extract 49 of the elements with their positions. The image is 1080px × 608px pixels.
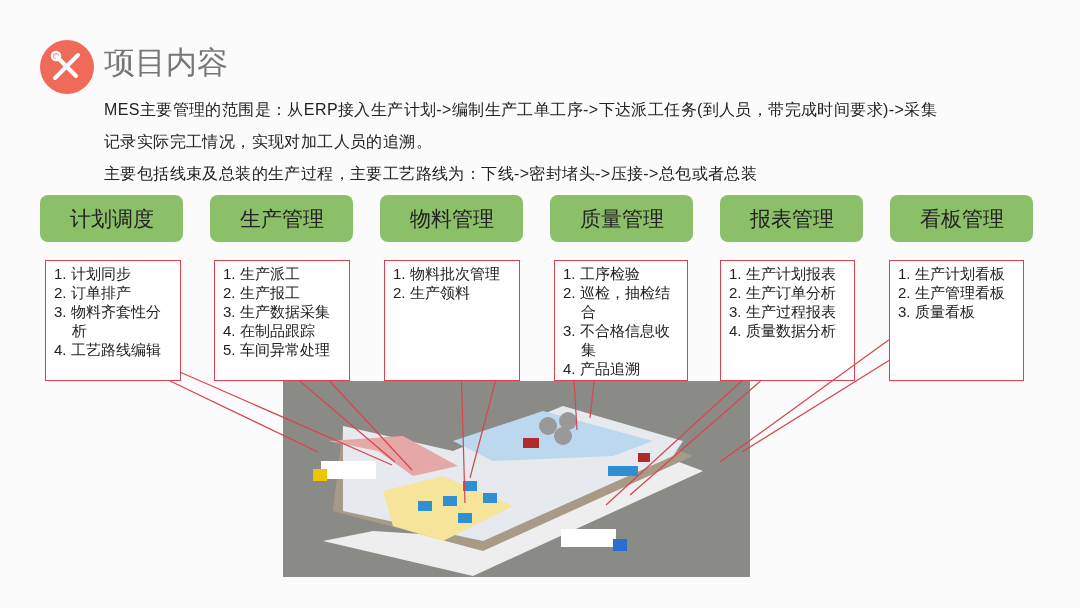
module-header: 质量管理	[550, 195, 693, 242]
list-item: 2. 生产报工	[223, 283, 301, 302]
leader-line	[719, 339, 890, 463]
list-item: 4. 在制品跟踪	[223, 321, 316, 340]
list-item: 1. 物料批次管理	[393, 264, 501, 283]
leader-line	[299, 380, 396, 463]
list-item: 3. 物料齐套性分析	[54, 302, 162, 340]
module-header: 生产管理	[210, 195, 353, 242]
feature-list-box	[554, 260, 688, 381]
description-text: MES主要管理的范围是：从ERP接入生产计划->编制生产工单工序->下达派工任务(到人员，带完成时间要求)->采集记录实际完工情况，实现对加工人员的追溯。	[104, 100, 939, 152]
list-item: 1. 生产计划看板	[898, 264, 1006, 283]
list-item: 3. 不合格信息收集	[563, 321, 671, 359]
list-item: 2. 生产管理看板	[898, 283, 1006, 302]
list-item: 4. 质量数据分析	[729, 321, 837, 340]
leader-line	[741, 359, 890, 453]
list-item: 3. 生产过程报表	[729, 302, 837, 321]
list-item: 1. 生产计划报表	[729, 264, 837, 283]
leader-line	[460, 380, 466, 504]
list-item: 1. 计划同步	[54, 264, 132, 283]
leader-line	[589, 380, 595, 419]
leader-line	[180, 371, 393, 466]
module-header: 计划调度	[40, 195, 183, 242]
feature-list-box	[889, 260, 1024, 381]
leader-line	[469, 380, 497, 479]
leader-line	[629, 380, 762, 496]
list-item: 4. 产品追溯	[563, 359, 641, 378]
list-item: 1. 生产派工	[223, 264, 301, 283]
feature-list-box	[214, 260, 350, 381]
list-item: 3. 生产数据采集	[223, 302, 331, 321]
module-header: 物料管理	[380, 195, 523, 242]
title: 项目内容	[104, 44, 228, 82]
list-item: 5. 车间异常处理	[223, 340, 331, 359]
module-header: 报表管理	[720, 195, 863, 242]
feature-list-box	[720, 260, 855, 381]
list-item: 2. 巡检，抽检结合	[563, 283, 671, 321]
list-item: 4. 工艺路线编辑	[54, 340, 162, 359]
list-item: 2. 生产领料	[393, 283, 471, 302]
list-item: 2. 订单排产	[54, 283, 132, 302]
leader-line	[573, 380, 578, 431]
feature-list-box	[384, 260, 520, 381]
leader-line	[169, 380, 319, 453]
list-item: 2. 生产订单分析	[729, 283, 837, 302]
leader-line	[329, 380, 413, 471]
list-item: 1. 工序检验	[563, 264, 641, 283]
description-text: 主要包括线束及总装的生产过程，主要工艺路线为：下线->密封堵头->压接->总包或者总装	[104, 164, 759, 184]
leader-line	[605, 380, 743, 506]
feature-list-box	[45, 260, 181, 381]
list-item: 3. 质量看板	[898, 302, 976, 321]
module-header: 看板管理	[890, 195, 1033, 242]
